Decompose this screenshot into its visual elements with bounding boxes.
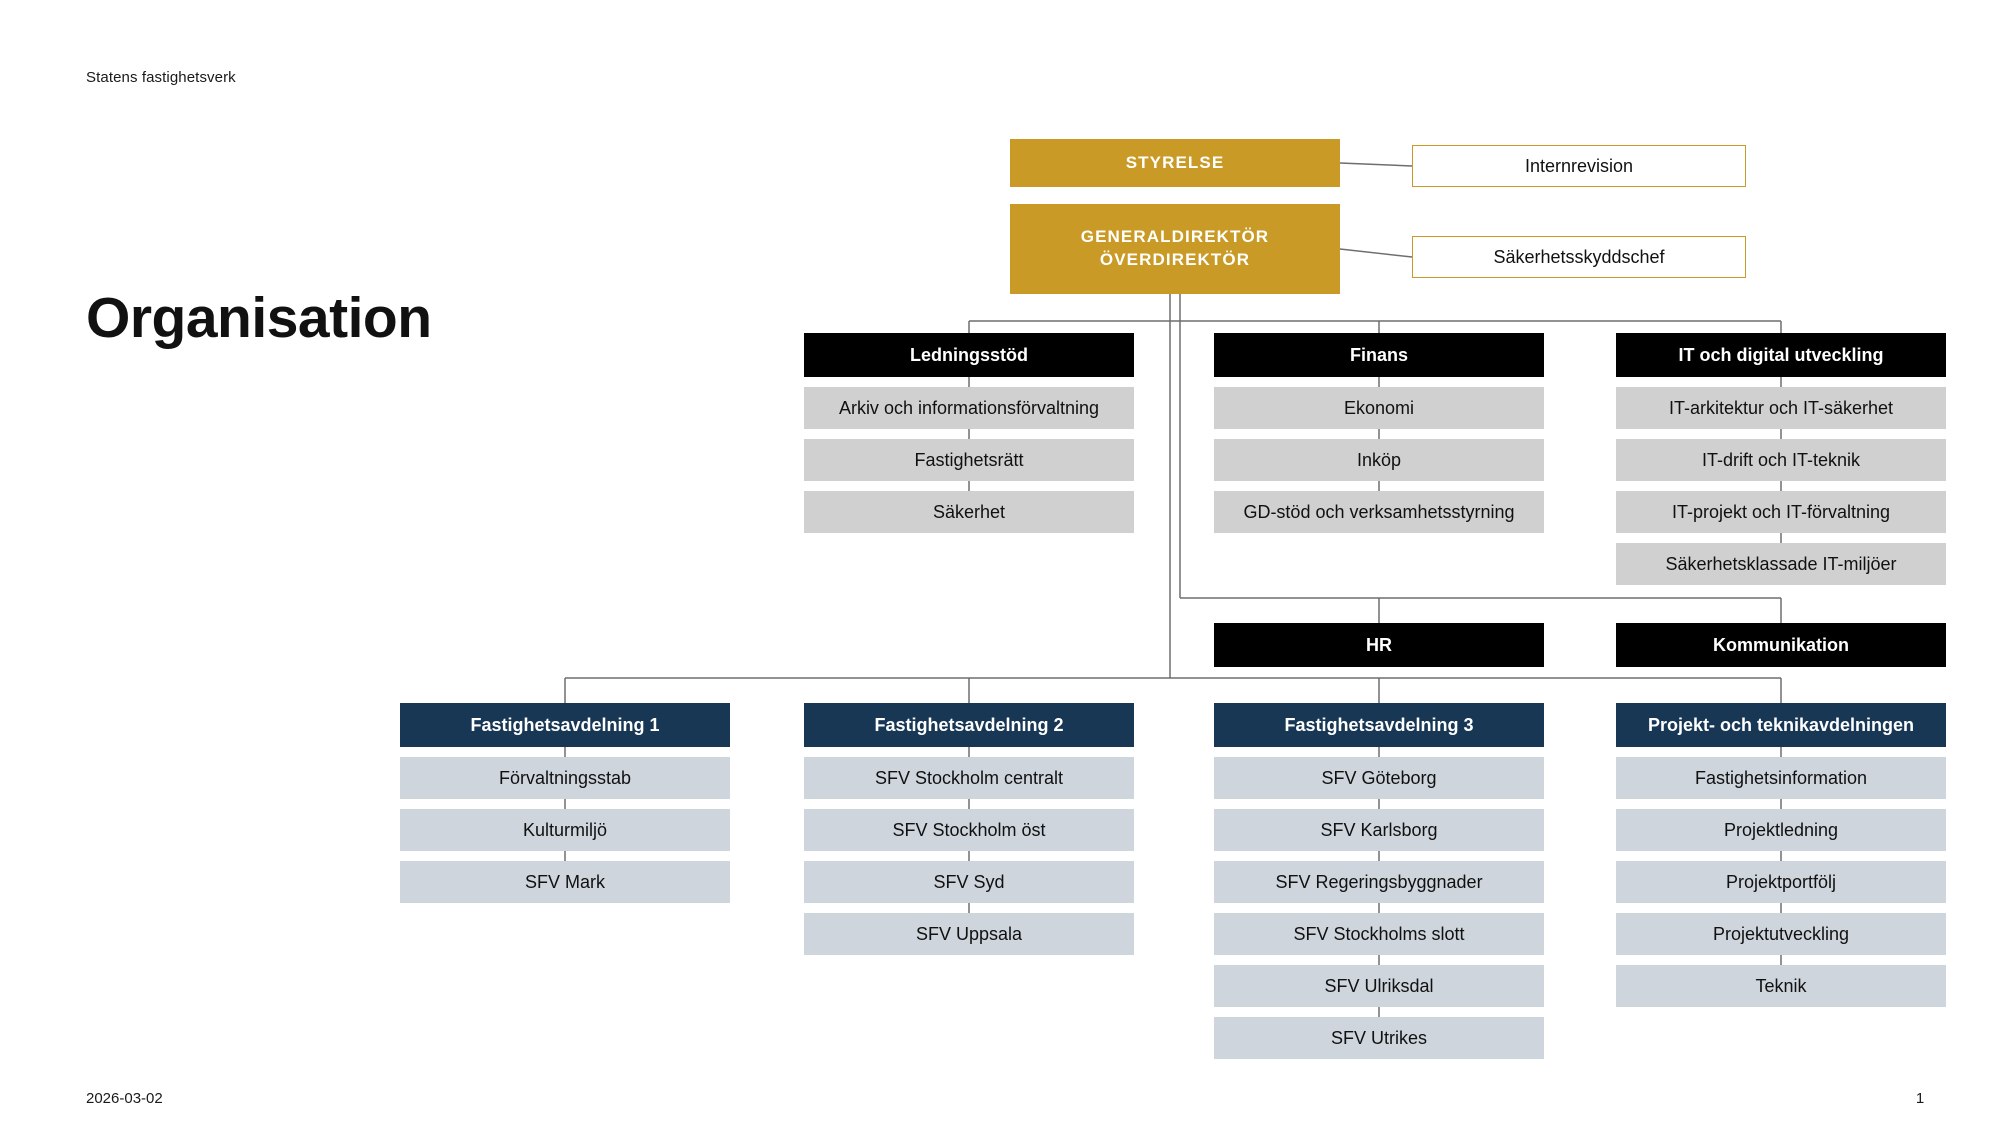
unit-fastighetsavdelning-3-3[interactable]: SFV Stockholms slott <box>1214 913 1544 955</box>
unit-finans-1[interactable]: Inköp <box>1214 439 1544 481</box>
dept-header-ledningsstod-label: Ledningsstöd <box>910 344 1028 365</box>
unit-fastighetsavdelning-2-2-label: SFV Syd <box>933 871 1005 892</box>
unit-finans-0-label: Ekonomi <box>1343 397 1415 418</box>
unit-fastighetsavdelning-1-1-label: Kulturmiljö <box>522 819 608 840</box>
unit-fastighetsavdelning-2-1[interactable]: SFV Stockholm öst <box>804 809 1134 851</box>
node-styrelse[interactable]: STYRELSE <box>1010 139 1340 187</box>
unit-it-och-digital-utveckling-3-label: Säkerhetsklassade IT-miljöer <box>1665 553 1897 574</box>
unit-fastighetsavdelning-3-4-label: SFV Ulriksdal <box>1324 975 1434 996</box>
staff-connector <box>1339 248 1413 258</box>
unit-fastighetsavdelning-3-4[interactable]: SFV Ulriksdal <box>1214 965 1544 1007</box>
unit-it-och-digital-utveckling-0[interactable]: IT-arkitektur och IT-säkerhet <box>1616 387 1946 429</box>
unit-fastighetsavdelning-3-2[interactable]: SFV Regeringsbyggnader <box>1214 861 1544 903</box>
node-sakerhetsskydd-label: Säkerhetsskyddschef <box>1493 246 1665 267</box>
unit-it-och-digital-utveckling-3[interactable]: Säkerhetsklassade IT-miljöer <box>1616 543 1946 585</box>
unit-it-och-digital-utveckling-0-label: IT-arkitektur och IT-säkerhet <box>1668 397 1894 418</box>
node-internrevision[interactable]: Internrevision <box>1412 145 1746 187</box>
slide-brand: Statens fastighetsverk <box>86 69 236 86</box>
dept-header-finans[interactable]: Finans <box>1214 333 1544 377</box>
unit-fastighetsavdelning-3-2-label: SFV Regeringsbyggnader <box>1275 871 1483 892</box>
dept-header-fastighetsavdelning-3[interactable]: Fastighetsavdelning 3 <box>1214 703 1544 747</box>
unit-projekt-och-teknikavdelningen-2[interactable]: Projektportfölj <box>1616 861 1946 903</box>
dept-header-kommunikation[interactable]: Kommunikation <box>1616 623 1946 667</box>
dept-header-kommunikation-label: Kommunikation <box>1712 634 1849 655</box>
unit-fastighetsavdelning-1-0-label: Förvaltningsstab <box>498 767 632 788</box>
dept-header-it-och-digital-utveckling-label: IT och digital utveckling <box>1678 344 1884 365</box>
page-title: Organisation <box>86 286 432 350</box>
unit-fastighetsavdelning-2-0-label: SFV Stockholm centralt <box>874 767 1064 788</box>
unit-fastighetsavdelning-3-3-label: SFV Stockholms slott <box>1293 923 1465 944</box>
dept-header-projekt-och-teknikavdelningen[interactable]: Projekt- och teknikavdelningen <box>1616 703 1946 747</box>
unit-fastighetsavdelning-1-0[interactable]: Förvaltningsstab <box>400 757 730 799</box>
unit-fastighetsavdelning-2-3[interactable]: SFV Uppsala <box>804 913 1134 955</box>
unit-finans-2[interactable]: GD-stöd och verksamhetsstyrning <box>1214 491 1544 533</box>
unit-projekt-och-teknikavdelningen-0[interactable]: Fastighetsinformation <box>1616 757 1946 799</box>
unit-ledningsstod-2-label: Säkerhet <box>932 501 1006 522</box>
unit-projekt-och-teknikavdelningen-4-label: Teknik <box>1755 975 1807 996</box>
unit-projekt-och-teknikavdelningen-1[interactable]: Projektledning <box>1616 809 1946 851</box>
unit-fastighetsavdelning-2-3-label: SFV Uppsala <box>915 923 1023 944</box>
dept-header-ledningsstod[interactable]: Ledningsstöd <box>804 333 1134 377</box>
unit-ledningsstod-1[interactable]: Fastighetsrätt <box>804 439 1134 481</box>
dept-header-fastighetsavdelning-3-label: Fastighetsavdelning 3 <box>1284 714 1474 735</box>
unit-projekt-och-teknikavdelningen-4[interactable]: Teknik <box>1616 965 1946 1007</box>
unit-fastighetsavdelning-1-2[interactable]: SFV Mark <box>400 861 730 903</box>
dept-header-projekt-och-teknikavdelningen-label: Projekt- och teknikavdelningen <box>1647 714 1915 735</box>
dept-header-fastighetsavdelning-2[interactable]: Fastighetsavdelning 2 <box>804 703 1134 747</box>
unit-it-och-digital-utveckling-1-label: IT-drift och IT-teknik <box>1701 449 1861 470</box>
unit-fastighetsavdelning-2-1-label: SFV Stockholm öst <box>892 819 1046 840</box>
dept-header-hr-label: HR <box>1366 634 1392 655</box>
unit-finans-2-label: GD-stöd och verksamhetsstyrning <box>1243 501 1515 522</box>
unit-fastighetsavdelning-3-0[interactable]: SFV Göteborg <box>1214 757 1544 799</box>
unit-fastighetsavdelning-3-5[interactable]: SFV Utrikes <box>1214 1017 1544 1059</box>
unit-ledningsstod-1-label: Fastighetsrätt <box>914 449 1024 470</box>
unit-ledningsstod-2[interactable]: Säkerhet <box>804 491 1134 533</box>
node-gd[interactable]: GENERALDIREKTÖR ÖVERDIREKTÖR <box>1010 204 1340 294</box>
node-sakerhetsskydd[interactable]: Säkerhetsskyddschef <box>1412 236 1746 278</box>
dept-header-hr[interactable]: HR <box>1214 623 1544 667</box>
unit-fastighetsavdelning-2-2[interactable]: SFV Syd <box>804 861 1134 903</box>
unit-it-och-digital-utveckling-2-label: IT-projekt och IT-förvaltning <box>1671 501 1891 522</box>
unit-fastighetsavdelning-3-1[interactable]: SFV Karlsborg <box>1214 809 1544 851</box>
unit-projekt-och-teknikavdelningen-1-label: Projektledning <box>1723 819 1839 840</box>
unit-it-och-digital-utveckling-2[interactable]: IT-projekt och IT-förvaltning <box>1616 491 1946 533</box>
footer-page-number: 1 <box>1915 1090 1925 1107</box>
footer-date: 2026-03-02 <box>86 1090 163 1107</box>
staff-connector <box>1339 162 1413 167</box>
unit-fastighetsavdelning-2-0[interactable]: SFV Stockholm centralt <box>804 757 1134 799</box>
dept-header-fastighetsavdelning-1-label: Fastighetsavdelning 1 <box>470 714 660 735</box>
unit-ledningsstod-0-label: Arkiv och informationsförvaltning <box>838 397 1100 418</box>
unit-it-och-digital-utveckling-1[interactable]: IT-drift och IT-teknik <box>1616 439 1946 481</box>
node-styrelse-label: STYRELSE <box>1125 152 1225 172</box>
unit-finans-0[interactable]: Ekonomi <box>1214 387 1544 429</box>
dept-header-fastighetsavdelning-1[interactable]: Fastighetsavdelning 1 <box>400 703 730 747</box>
unit-fastighetsavdelning-1-1[interactable]: Kulturmiljö <box>400 809 730 851</box>
dept-header-fastighetsavdelning-2-label: Fastighetsavdelning 2 <box>874 714 1064 735</box>
dept-header-it-och-digital-utveckling[interactable]: IT och digital utveckling <box>1616 333 1946 377</box>
unit-finans-1-label: Inköp <box>1356 449 1402 470</box>
dept-header-finans-label: Finans <box>1349 344 1408 365</box>
unit-fastighetsavdelning-1-2-label: SFV Mark <box>524 871 605 892</box>
node-gd-label: GENERALDIREKTÖR ÖVERDIREKTÖR <box>1080 227 1270 269</box>
unit-ledningsstod-0[interactable]: Arkiv och informationsförvaltning <box>804 387 1134 429</box>
unit-fastighetsavdelning-3-1-label: SFV Karlsborg <box>1320 819 1438 840</box>
unit-projekt-och-teknikavdelningen-0-label: Fastighetsinformation <box>1694 767 1868 788</box>
unit-fastighetsavdelning-3-0-label: SFV Göteborg <box>1321 767 1437 788</box>
unit-projekt-och-teknikavdelningen-3[interactable]: Projektutveckling <box>1616 913 1946 955</box>
unit-projekt-och-teknikavdelningen-3-label: Projektutveckling <box>1712 923 1850 944</box>
node-internrevision-label: Internrevision <box>1524 155 1634 176</box>
unit-fastighetsavdelning-3-5-label: SFV Utrikes <box>1330 1027 1427 1048</box>
unit-projekt-och-teknikavdelningen-2-label: Projektportfölj <box>1725 871 1837 892</box>
